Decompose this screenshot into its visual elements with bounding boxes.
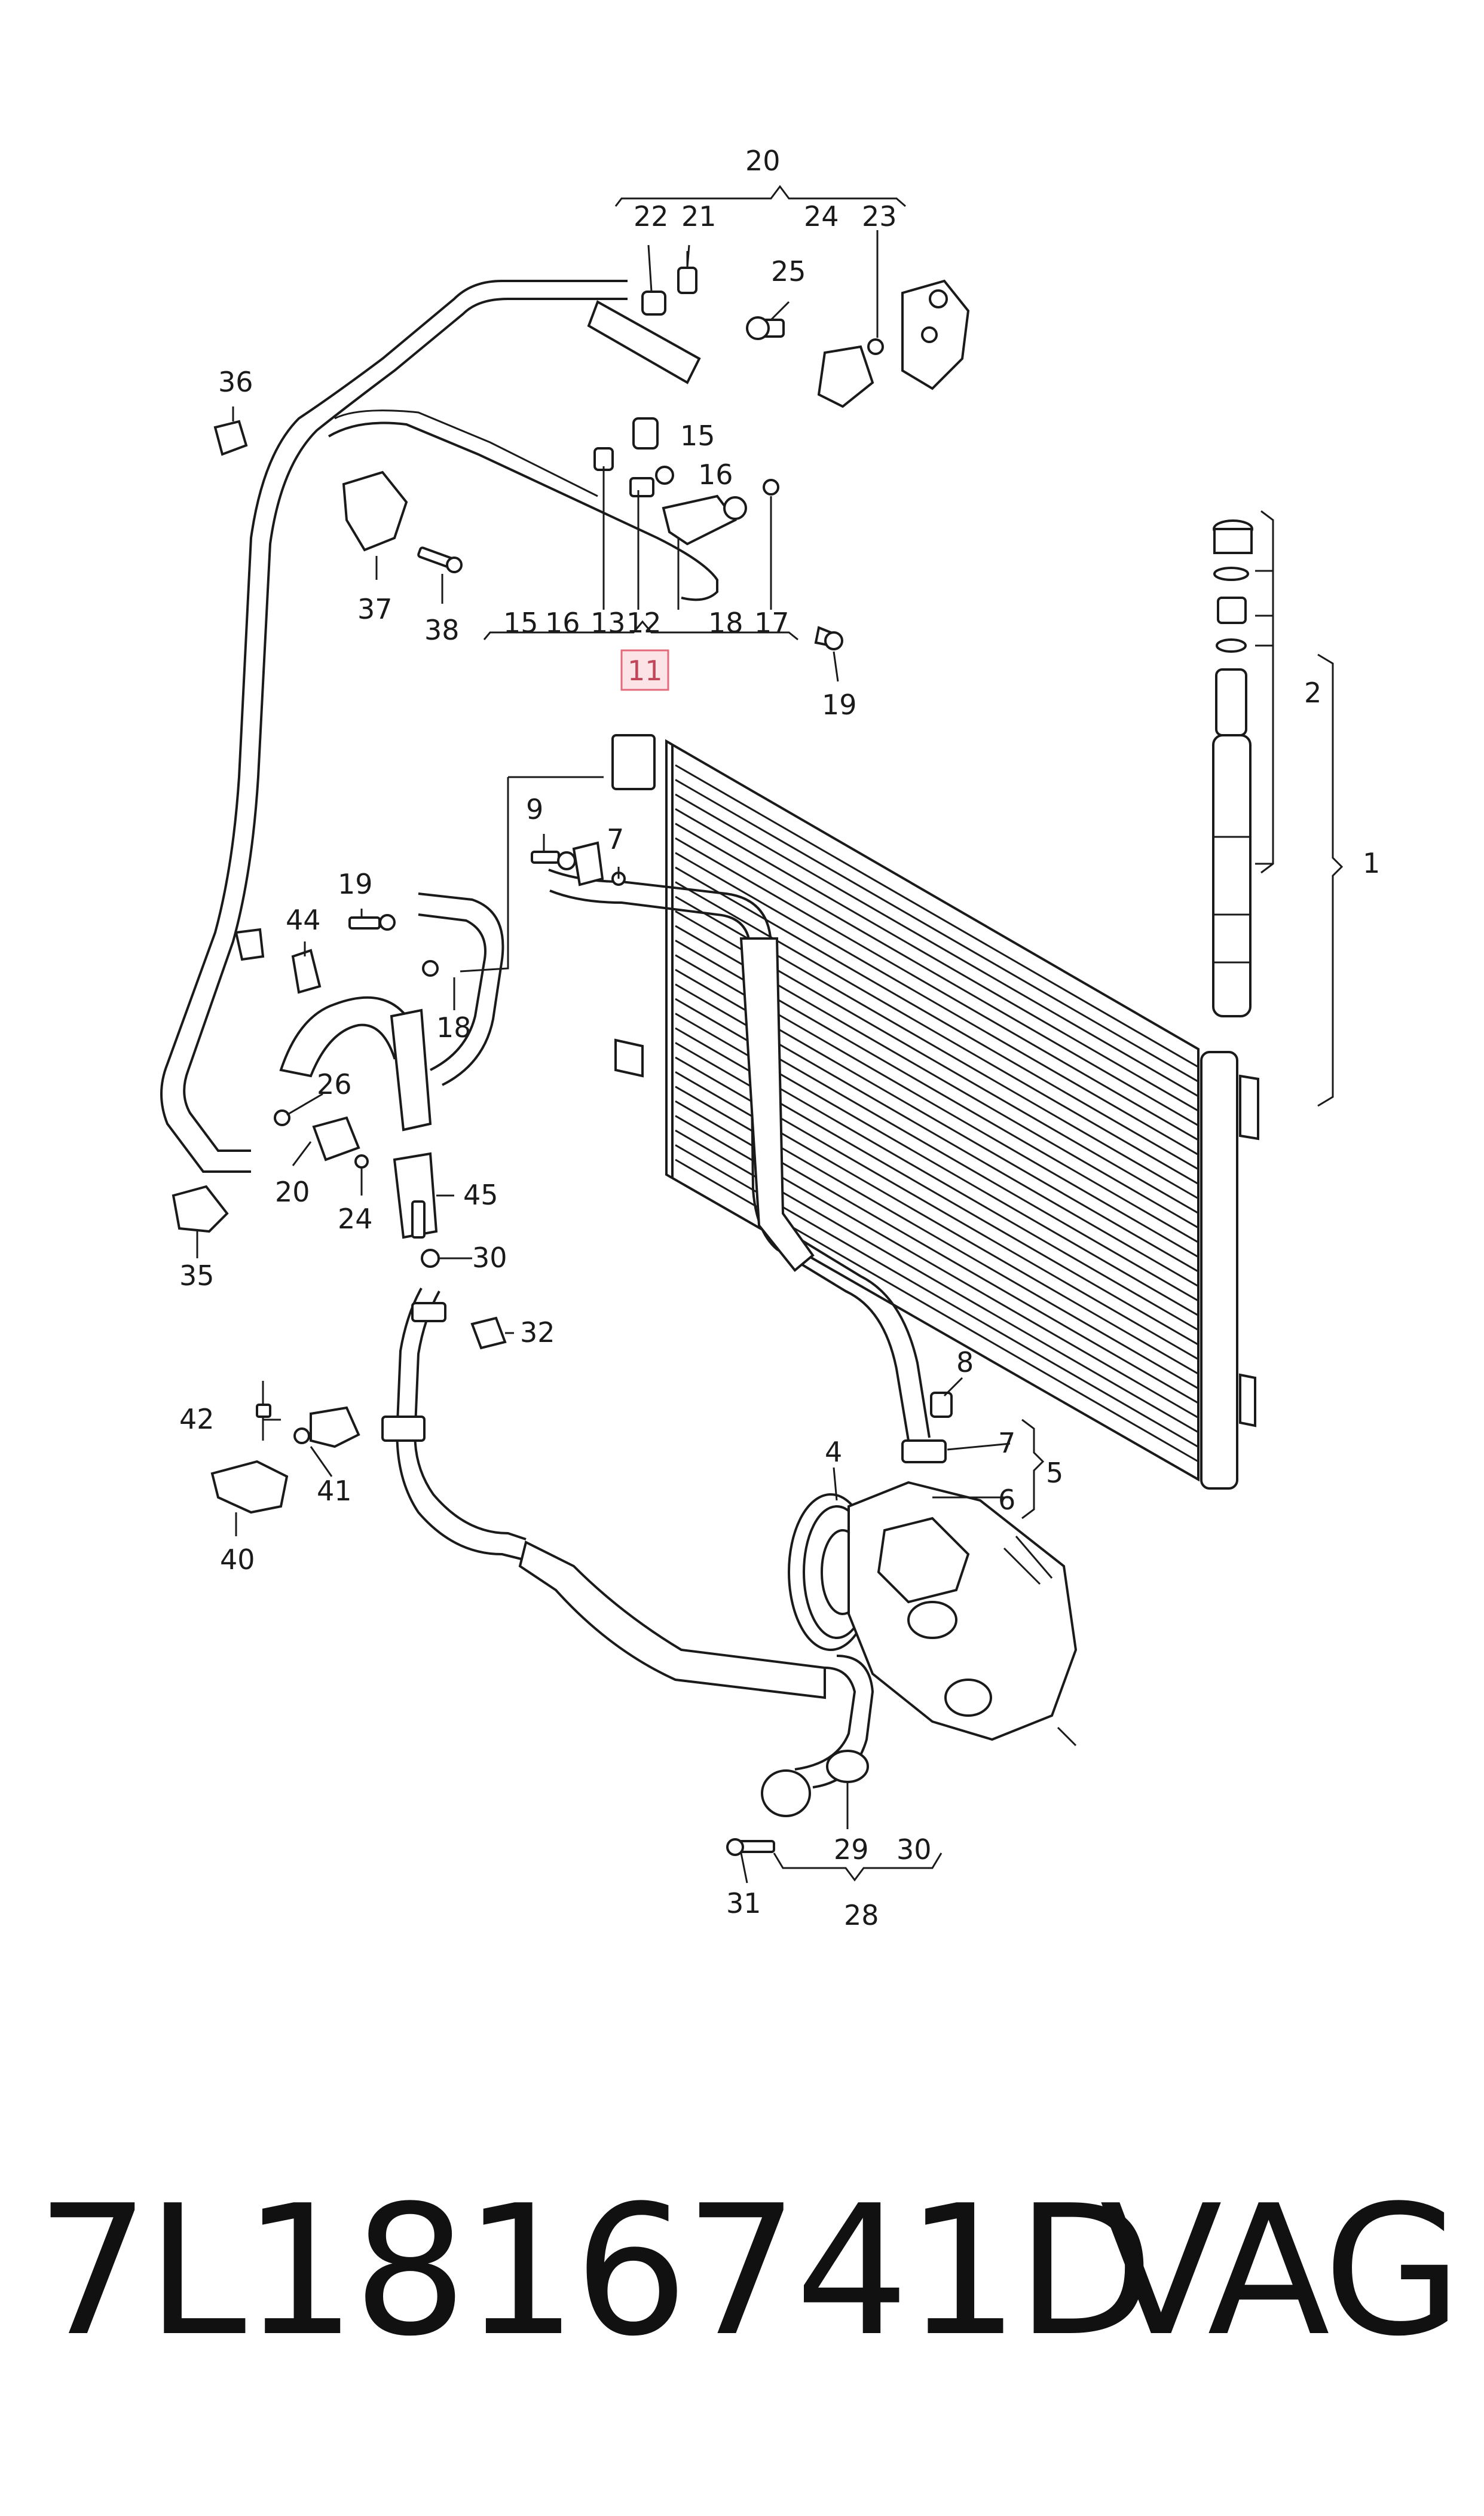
condenser-fin	[675, 823, 1199, 1127]
callout-16-b: 16	[545, 607, 580, 639]
condenser-fin	[675, 808, 1199, 1112]
callout-19-b: 19	[338, 868, 373, 900]
callout-32: 32	[520, 1316, 555, 1349]
callout-2: 2	[1304, 677, 1321, 709]
callout-25: 25	[771, 255, 806, 288]
bracket-1-2	[1255, 510, 1344, 1107]
callout-23: 23	[862, 200, 897, 233]
callout-22: 22	[634, 200, 669, 233]
callout-15: 15	[680, 420, 715, 452]
suction-line	[381, 1249, 874, 1856]
bracket-11	[483, 620, 798, 691]
callout-13: 13	[590, 607, 626, 639]
callout-45: 45	[463, 1179, 498, 1211]
clamp-37	[213, 420, 463, 573]
callout-24: 24	[804, 200, 839, 233]
callout-35: 35	[179, 1259, 215, 1292]
callout-20: 20	[745, 145, 781, 177]
callout-30-b: 30	[896, 1833, 932, 1866]
leader-lines	[196, 230, 1011, 1884]
liquid-line	[548, 869, 953, 1506]
callout-30: 30	[472, 1242, 507, 1274]
condenser-fin	[675, 837, 1199, 1141]
fitting-group-11	[593, 417, 843, 650]
callout-28: 28	[844, 1899, 879, 1931]
callout-19: 19	[822, 689, 857, 721]
compressor	[788, 1481, 1078, 1747]
callout-16: 16	[698, 458, 733, 491]
callout-42: 42	[179, 1403, 215, 1435]
callout-41: 41	[317, 1475, 352, 1507]
condenser	[611, 734, 1259, 1490]
brand-name: VAG	[1100, 2167, 1462, 2376]
callout-18-b: 18	[436, 1011, 472, 1044]
callout-6: 6	[998, 1484, 1015, 1516]
condenser-fin	[675, 881, 1199, 1185]
callout-7: 7	[607, 823, 624, 855]
condenser-fin	[675, 866, 1199, 1170]
bracket-20	[614, 185, 906, 207]
callout-24-b: 24	[338, 1203, 373, 1235]
parts-40-41-42	[210, 1381, 360, 1514]
upper-fittings	[641, 251, 970, 408]
callout-15-b: 15	[503, 607, 538, 639]
callout-1: 1	[1363, 847, 1380, 879]
callout-9: 9	[526, 793, 543, 826]
callout-11: 11	[628, 655, 663, 687]
condenser-fin	[675, 793, 1199, 1097]
callout-12: 12	[626, 607, 662, 639]
callout-29: 29	[834, 1833, 869, 1866]
callout-40: 40	[220, 1543, 255, 1576]
callout-44: 44	[286, 904, 321, 936]
callout-8: 8	[956, 1346, 974, 1378]
callout-5: 5	[1046, 1457, 1063, 1489]
callout-37: 37	[357, 593, 393, 625]
middle-left-hoses	[172, 892, 504, 1239]
callout-18: 18	[708, 607, 743, 639]
part-number: 7L1816741D	[36, 2167, 1154, 2376]
callout-7-b: 7	[998, 1427, 1015, 1459]
bracket-28	[773, 1852, 943, 1882]
dryer-cartridge	[1212, 519, 1253, 1017]
parts-9-7	[531, 841, 626, 886]
callout-4: 4	[825, 1436, 842, 1468]
callout-36: 36	[218, 366, 253, 398]
callout-38: 38	[424, 614, 460, 646]
callout-17: 17	[754, 607, 790, 639]
condenser-fin	[675, 852, 1199, 1155]
callout-20-b: 20	[275, 1176, 310, 1208]
callout-26: 26	[317, 1068, 352, 1100]
condenser-fin	[675, 764, 1199, 1068]
bracket-5	[1021, 1419, 1045, 1520]
dash-line-18	[460, 776, 604, 973]
callout-labels: 20 22 21 24 23 25 36 15 16 37 38 15 16 1…	[179, 145, 1380, 1931]
condenser-fin	[675, 779, 1199, 1083]
upper-ac-line	[160, 280, 701, 1173]
upper-pipe-2	[328, 421, 718, 601]
callout-21: 21	[681, 200, 717, 233]
callout-31: 31	[726, 1887, 761, 1919]
